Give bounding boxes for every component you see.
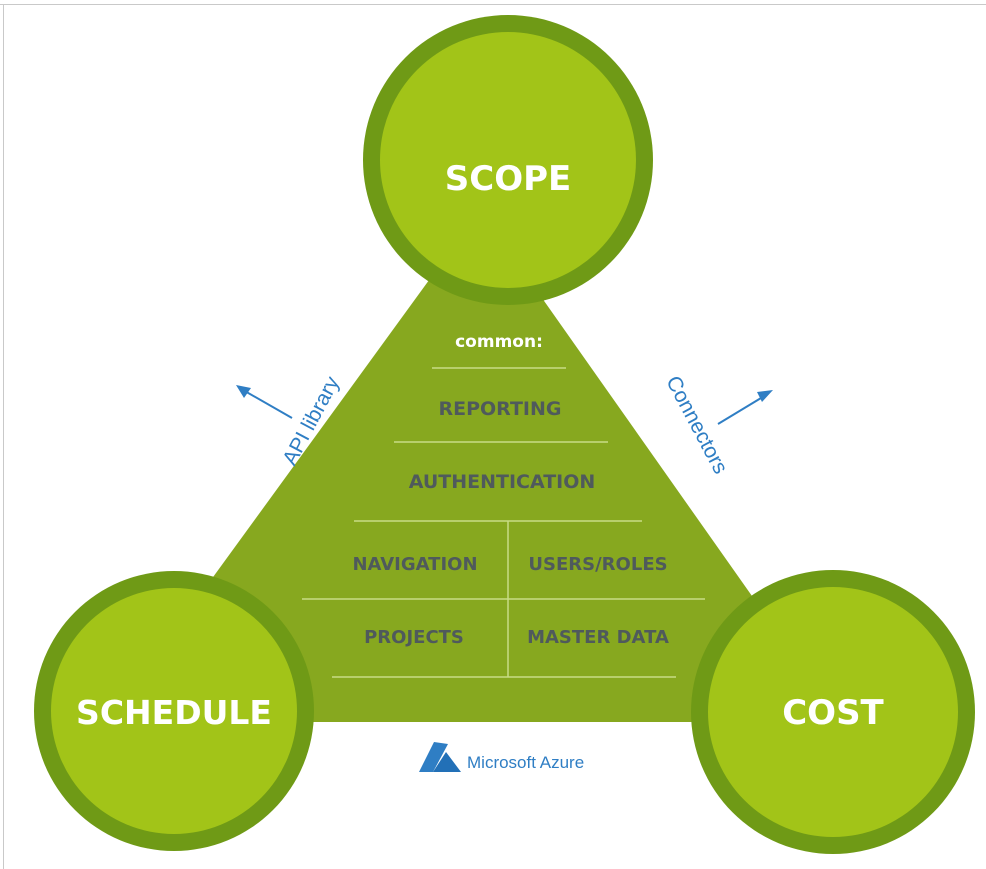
arrow-up-left-icon [236,385,293,419]
cell-navigation: NAVIGATION [352,554,477,575]
cell-reporting: REPORTING [439,398,562,420]
schedule-label: SCHEDULE [76,693,272,732]
cost-label: COST [782,693,884,733]
azure-logo-icon [419,742,461,772]
schedule-circle: SCHEDULE [34,571,314,851]
cell-authentication: AUTHENTICATION [409,471,596,493]
frame-top-border [0,4,986,5]
azure-logo-text: Microsoft Azure [467,753,584,772]
arrow-up-right-icon [717,390,773,425]
table-dividers [302,367,705,678]
cost-circle: COST [691,570,975,854]
common-heading: common: [455,332,543,352]
cell-master-data: MASTER DATA [527,627,669,648]
common-triangle [160,210,790,722]
connectors-label: Connectors [661,372,732,478]
frame-left-border [3,4,4,869]
cell-projects: PROJECTS [364,627,464,648]
scope-label: SCOPE [445,159,572,199]
scope-circle: SCOPE [363,15,653,305]
cell-users-roles: USERS/ROLES [528,554,667,575]
azure-logo: Microsoft Azure [419,742,584,772]
